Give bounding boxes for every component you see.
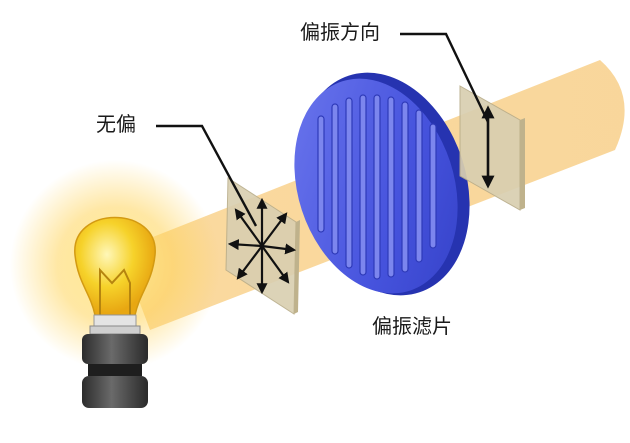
polarized-plate [459,85,525,211]
label-unpolarized: 无偏 [96,112,136,136]
leader-unpolarized [156,124,258,227]
label-polarization-direction: 偏振方向 [300,20,380,44]
label-polarizing-filter: 偏振滤片 [372,314,452,338]
polarizing-filter-disc [294,72,470,296]
light-bulb-icon [74,216,156,408]
leader-direction [400,32,490,123]
leader-lines [156,32,490,227]
unpolarized-arrows [227,197,297,295]
